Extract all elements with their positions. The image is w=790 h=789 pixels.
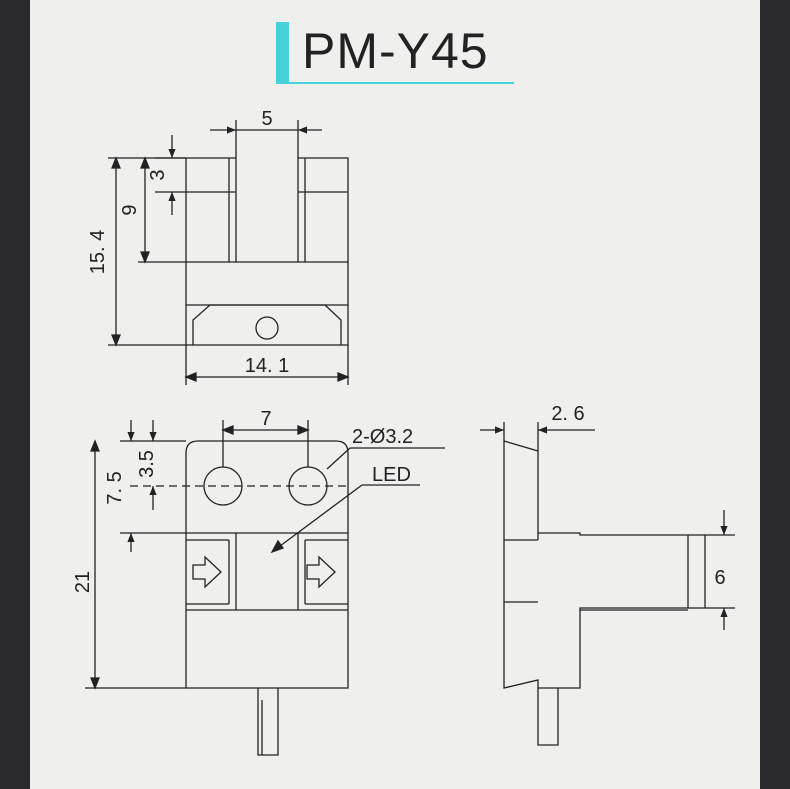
dim-thickness: 2. 6 xyxy=(551,403,584,425)
dim-front-total-height: 15. 4 xyxy=(87,230,109,274)
title-block: PM-Y45 xyxy=(0,0,790,100)
mounting-hole-right xyxy=(288,466,328,506)
title-accent-bar xyxy=(276,22,289,84)
drawing-sheet xyxy=(30,0,760,789)
dim-hole-offset: 3.5 xyxy=(136,450,158,478)
side-body xyxy=(503,440,689,689)
front-view xyxy=(108,120,350,385)
page-title: PM-Y45 xyxy=(302,23,489,79)
left-arrow-icon xyxy=(192,555,222,589)
side-view xyxy=(480,422,735,746)
front-body xyxy=(185,262,349,346)
dim-holes: 2-Ø3.2 xyxy=(352,426,413,448)
dim-bottom-total-height: 21 xyxy=(72,571,94,593)
title-underline xyxy=(276,82,514,84)
front-indicator-hole xyxy=(255,316,279,340)
right-arrow-icon xyxy=(306,555,336,589)
bottom-body xyxy=(185,440,349,689)
dim-hole-spacing: 7 xyxy=(260,408,271,430)
dim-arm-height: 6 xyxy=(714,567,725,589)
led-label: LED xyxy=(372,464,411,486)
dim-hole-height: 7. 5 xyxy=(104,471,126,504)
dim-front-width: 14. 1 xyxy=(245,355,289,377)
side-cable xyxy=(537,688,559,746)
bottom-cable xyxy=(257,688,279,756)
dim-slot-height: 9 xyxy=(119,204,141,215)
dim-slot-depth: 3 xyxy=(147,169,169,180)
bottom-view xyxy=(85,420,445,756)
dim-gap-width: 5 xyxy=(261,108,272,130)
